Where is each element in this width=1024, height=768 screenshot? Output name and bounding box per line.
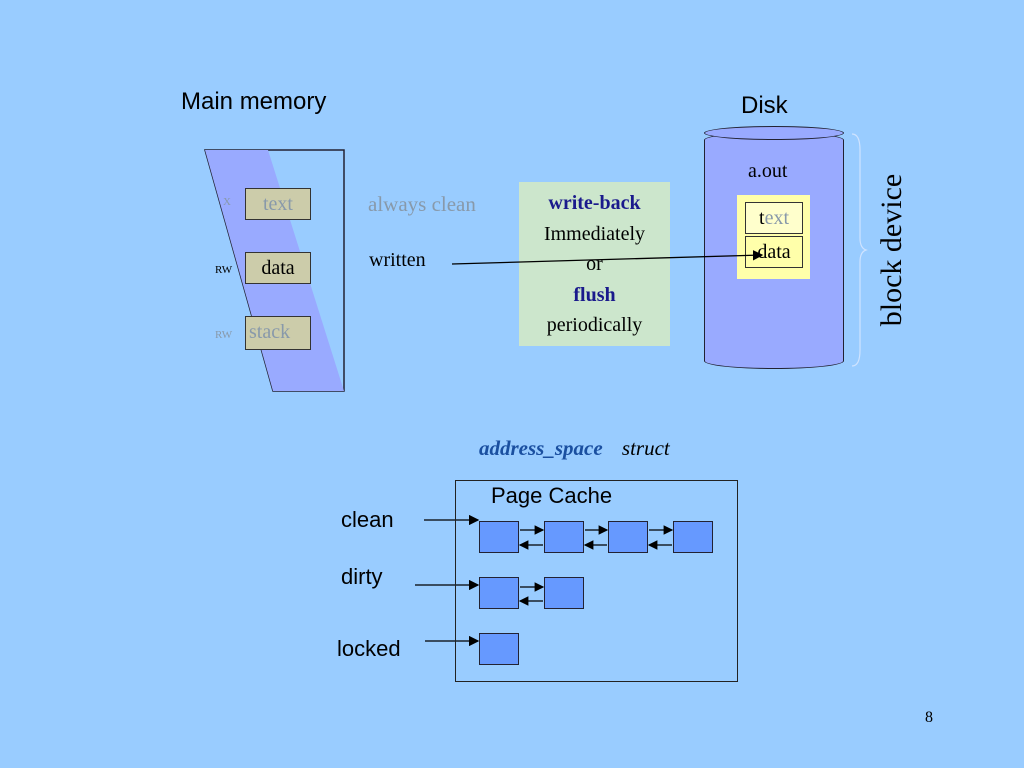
address-space-kind: struct	[621, 436, 670, 460]
disk-data-label: data	[757, 241, 791, 263]
dirty-page	[544, 577, 584, 609]
dirty-page	[479, 577, 519, 609]
perm-x: X	[223, 196, 231, 208]
segment-text-label: text	[263, 193, 293, 215]
slide-number: 8	[925, 709, 933, 726]
clean-page	[673, 521, 713, 553]
clean-page	[479, 521, 519, 553]
clean-list-label: clean	[341, 507, 394, 532]
writeback-or: or	[586, 253, 603, 275]
writeback-immediately: Immediately	[543, 222, 646, 245]
brace-icon	[851, 133, 868, 367]
segment-stack: stack	[245, 316, 311, 350]
dirty-list-label: dirty	[341, 564, 383, 589]
clean-page	[544, 521, 584, 553]
address-space-heading: address_space struct	[479, 436, 670, 461]
clean-page	[608, 521, 648, 553]
disk-segment-text: text	[745, 202, 803, 234]
locked-list-label: locked	[337, 636, 401, 661]
disk-text-rest: ext	[764, 207, 789, 229]
segment-stack-label: stack	[249, 321, 291, 343]
writeback-box: write-back Immediately or flush periodic…	[519, 182, 670, 346]
segment-data: data	[245, 252, 311, 284]
writeback-title: write-back	[548, 192, 641, 214]
locked-page	[479, 633, 519, 665]
disk-file-name: a.out	[748, 160, 788, 182]
main-memory-title: Main memory	[181, 88, 327, 115]
writeback-flush: flush	[573, 283, 616, 306]
written-label: written	[369, 249, 426, 271]
perm-rw-data: RW	[215, 264, 233, 276]
segment-data-label: data	[261, 257, 295, 279]
always-clean-label: always clean	[368, 192, 476, 216]
segment-text: text	[245, 188, 311, 220]
writeback-periodically: periodically	[546, 314, 643, 336]
perm-rw-stack: RW	[215, 329, 233, 341]
page-cache-title: Page Cache	[491, 483, 613, 508]
page-cache-frame	[455, 480, 738, 682]
disk-cylinder-top	[704, 126, 844, 140]
disk-title: Disk	[741, 92, 788, 119]
address-space-name: address_space	[479, 436, 603, 460]
written-arrow	[451, 250, 764, 265]
disk-text-first-letter: t	[759, 207, 765, 229]
